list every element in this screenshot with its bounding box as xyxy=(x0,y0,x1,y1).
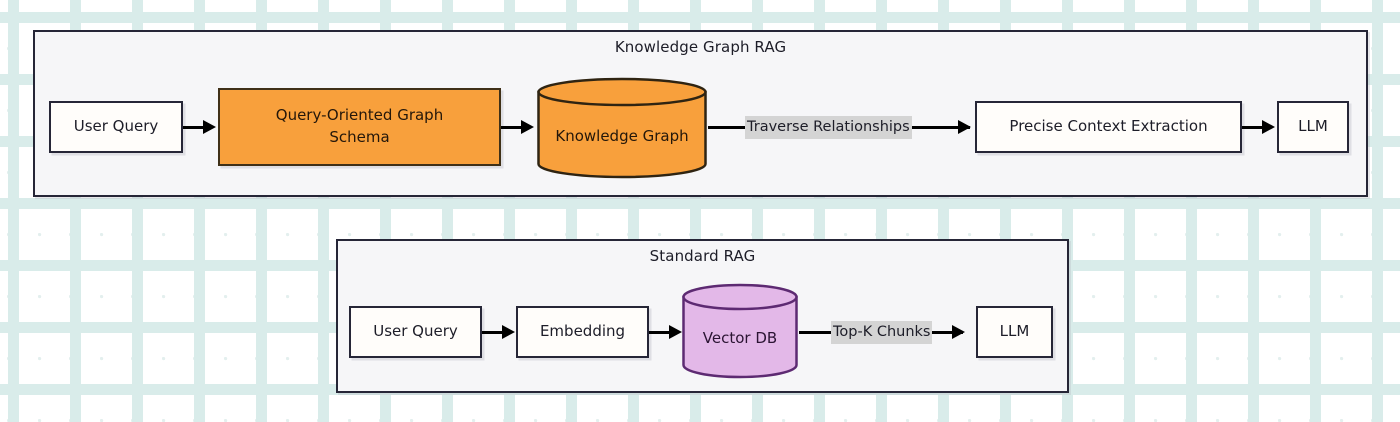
edge-label-traverse-relationships: Traverse Relationships xyxy=(745,116,912,139)
edge-label-top-k-chunks: Top-K Chunks xyxy=(831,321,933,344)
arrowhead-kg-query-to-schema xyxy=(203,119,216,134)
node-kg-query-oriented-graph-schema[interactable]: Query-Oriented Graph Schema xyxy=(218,88,501,166)
node-std-user-query[interactable]: User Query xyxy=(349,306,482,358)
node-kg-user-query[interactable]: User Query xyxy=(49,101,183,153)
node-std-embedding[interactable]: Embedding xyxy=(516,306,649,358)
arrowhead-kg-extraction-to-llm xyxy=(1262,119,1275,134)
connector-std-query-to-embedding xyxy=(482,330,505,334)
connector-kg-query-to-schema xyxy=(183,125,206,129)
arrowhead-std-vectordb-to-llm xyxy=(952,324,965,339)
node-std-vector-db[interactable]: Vector DB xyxy=(681,283,799,379)
connector-std-embedding-to-vectordb xyxy=(649,330,672,334)
node-label-line-1: Query-Oriented Graph xyxy=(275,106,444,125)
arrowhead-std-query-to-embedding xyxy=(502,324,515,339)
node-label: User Query xyxy=(373,322,458,341)
section-title-standard-rag: Standard RAG xyxy=(649,247,756,265)
cylinder-shape-orange xyxy=(537,77,707,179)
node-kg-llm[interactable]: LLM xyxy=(1277,101,1349,153)
node-std-llm[interactable]: LLM xyxy=(976,306,1053,358)
node-label: Embedding xyxy=(539,322,626,341)
node-kg-precise-context-extraction[interactable]: Precise Context Extraction xyxy=(975,101,1242,153)
node-label-line-2: Schema xyxy=(329,128,390,146)
arrowhead-std-embedding-to-vectordb xyxy=(669,324,682,339)
node-label: User Query xyxy=(73,117,159,136)
cylinder-shape-purple xyxy=(682,283,798,379)
arrowhead-kg-schema-to-graph xyxy=(521,119,534,134)
section-title-knowledge-graph-rag: Knowledge Graph RAG xyxy=(614,38,787,56)
node-label: Precise Context Extraction xyxy=(1009,117,1208,136)
node-kg-knowledge-graph[interactable]: Knowledge Graph xyxy=(536,77,708,179)
node-label: LLM xyxy=(999,322,1030,341)
node-label: LLM xyxy=(1298,117,1328,136)
connector-kg-extraction-to-llm xyxy=(1242,125,1265,129)
connector-kg-schema-to-graph xyxy=(501,125,524,129)
arrowhead-kg-graph-to-extraction xyxy=(958,119,971,134)
